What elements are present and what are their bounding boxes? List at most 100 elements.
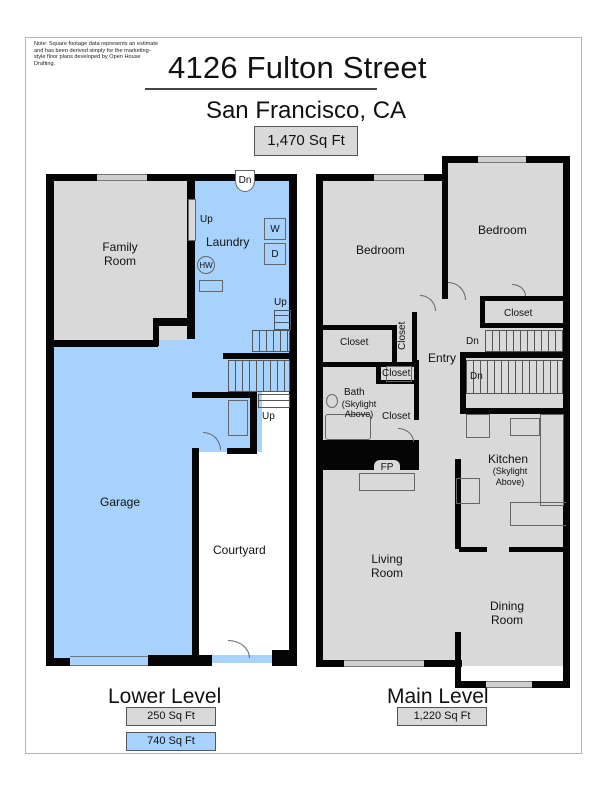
courtyard-area bbox=[197, 452, 290, 655]
utility-sink-icon bbox=[199, 280, 223, 292]
wall bbox=[392, 325, 397, 365]
shower bbox=[386, 366, 412, 382]
wall bbox=[54, 340, 158, 347]
wall bbox=[223, 353, 293, 359]
stair-dn-label: Dn bbox=[470, 371, 483, 382]
closet-label: Closet bbox=[340, 337, 369, 348]
wall bbox=[192, 448, 199, 658]
garage-door[interactable] bbox=[70, 656, 148, 666]
wall bbox=[563, 156, 570, 688]
stove-icon bbox=[456, 478, 480, 504]
wall bbox=[187, 181, 195, 339]
main-level-title: Main Level bbox=[387, 685, 489, 708]
dining-room-label: Dining Room bbox=[489, 599, 525, 627]
toilet bbox=[326, 394, 338, 408]
wall bbox=[46, 174, 54, 666]
page-frame bbox=[25, 37, 582, 754]
wall bbox=[250, 392, 257, 454]
closet-label: Closet bbox=[397, 321, 408, 350]
family-room-label: Family Room bbox=[102, 240, 138, 268]
stairs[interactable] bbox=[258, 394, 290, 408]
kitchen-counter-side bbox=[540, 414, 564, 506]
window bbox=[97, 174, 147, 181]
fireplace-wall bbox=[323, 440, 419, 470]
closet-label: Closet bbox=[382, 411, 411, 422]
stairs-down[interactable] bbox=[466, 360, 563, 394]
lower-finished-sqft: 250 Sq Ft bbox=[126, 707, 216, 726]
wall bbox=[376, 362, 381, 384]
stair-up-label: Up bbox=[262, 411, 275, 422]
garage-label: Garage bbox=[100, 495, 141, 509]
living-room-label: Living Room bbox=[370, 552, 403, 580]
stairs[interactable] bbox=[228, 360, 290, 392]
outside-notch bbox=[318, 664, 458, 684]
wall bbox=[153, 318, 195, 326]
wall bbox=[148, 655, 212, 666]
wall bbox=[272, 650, 297, 666]
wall bbox=[480, 323, 570, 328]
kitchen-counter bbox=[510, 502, 566, 526]
laundry-label: Laundry bbox=[206, 235, 250, 249]
lower-level-title: Lower Level bbox=[108, 685, 222, 708]
stair-up-label: Up bbox=[200, 214, 213, 225]
main-level-area-top bbox=[443, 158, 565, 188]
wall bbox=[480, 296, 570, 301]
main-level-sqft: 1,220 Sq Ft bbox=[397, 707, 487, 726]
wall bbox=[153, 318, 159, 346]
water-heater-icon: HW bbox=[197, 256, 215, 274]
bedroom-2-label: Bedroom bbox=[478, 223, 527, 237]
family-room-step bbox=[188, 199, 196, 241]
family-room-area-lower bbox=[54, 318, 154, 344]
entry-label: Entry bbox=[428, 351, 457, 365]
hearth bbox=[359, 473, 415, 491]
wall bbox=[442, 156, 448, 299]
wall bbox=[480, 296, 485, 326]
wall bbox=[455, 459, 461, 549]
fireplace: FP bbox=[374, 460, 400, 475]
wall bbox=[227, 448, 257, 454]
stairs[interactable] bbox=[252, 330, 290, 352]
window bbox=[486, 681, 532, 688]
wall bbox=[46, 174, 296, 181]
total-sqft-badge: 1,470 Sq Ft bbox=[254, 126, 358, 156]
bath-note: (Skylight Above) bbox=[341, 399, 377, 419]
wall bbox=[460, 352, 570, 358]
window bbox=[478, 156, 526, 163]
wall bbox=[460, 408, 570, 414]
dryer-icon: D bbox=[264, 243, 286, 265]
stair-dn-label: Dn bbox=[466, 336, 479, 347]
wall bbox=[509, 547, 569, 552]
disclaimer-note: Note: Square footage data represents an … bbox=[34, 41, 159, 67]
bathtub bbox=[325, 414, 371, 440]
wall bbox=[192, 392, 252, 398]
courtyard-label: Courtyard bbox=[213, 543, 266, 557]
door-to-street[interactable]: Dn bbox=[235, 170, 255, 192]
wall bbox=[46, 658, 76, 666]
wall bbox=[316, 174, 323, 666]
kitchen-sink bbox=[510, 418, 540, 436]
bath-label: Bath bbox=[344, 387, 365, 398]
closet-label: Closet bbox=[382, 368, 411, 379]
kitchen-label: Kitchen bbox=[488, 452, 529, 466]
stairs-down[interactable] bbox=[485, 330, 563, 352]
lower-unfinished-sqft: 740 Sq Ft bbox=[126, 732, 216, 751]
window bbox=[374, 174, 424, 181]
main-level-area bbox=[318, 176, 565, 666]
wall bbox=[376, 380, 418, 384]
bedroom-1-label: Bedroom bbox=[356, 243, 405, 257]
wall bbox=[455, 632, 461, 688]
wall bbox=[460, 352, 466, 412]
wall bbox=[459, 547, 487, 552]
wall bbox=[323, 362, 418, 367]
family-room-area bbox=[54, 180, 188, 340]
washer-icon: W bbox=[264, 218, 286, 240]
storage-shelves bbox=[228, 400, 248, 436]
kitchen-note: (Skylight Above) bbox=[492, 466, 528, 487]
window bbox=[344, 660, 424, 667]
stair-up-label: Up bbox=[274, 297, 287, 308]
wall bbox=[412, 312, 417, 362]
title-underline bbox=[145, 88, 377, 90]
wall bbox=[323, 325, 393, 330]
refrigerator bbox=[466, 414, 490, 438]
stairs[interactable] bbox=[274, 310, 291, 330]
